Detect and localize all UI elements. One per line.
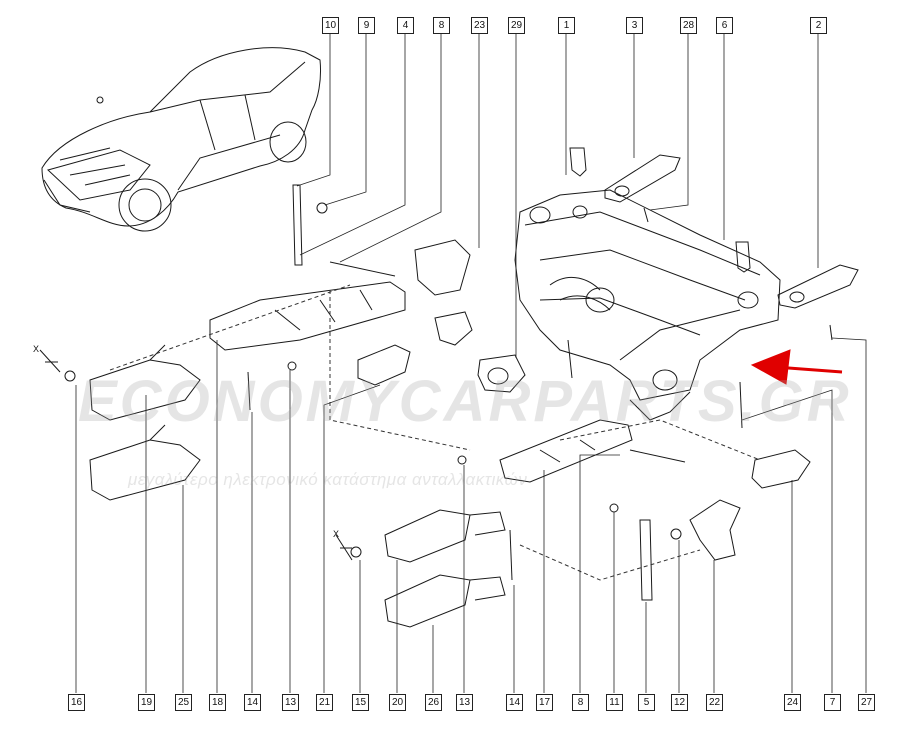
bracket-22 [689,499,741,561]
axis-mark-left [39,349,61,373]
car-illustration [41,47,321,232]
callout-13b[interactable]: 13 [456,694,473,711]
bolt-28 [643,207,649,223]
callout-11[interactable]: 11 [606,694,623,711]
callout-14b[interactable]: 14 [506,694,523,711]
callout-21[interactable]: 21 [316,694,333,711]
bracket-2 [777,264,859,309]
callout-24[interactable]: 24 [784,694,801,711]
bracket-24 [751,449,811,489]
bracket-19-upper [89,359,201,421]
axis-mark-center [335,534,353,561]
callout-23[interactable]: 23 [471,17,488,34]
bolt-long-7 [739,381,743,429]
callout-27[interactable]: 27 [858,694,875,711]
callout-25[interactable]: 25 [175,694,192,711]
bolt-long-14 [247,371,251,411]
nut-16 [64,370,76,382]
bushing-6 [735,241,751,273]
bolt-long-14b [509,529,513,581]
callout-2[interactable]: 2 [810,17,827,34]
strap-10 [292,184,303,266]
strap-5 [639,519,653,601]
nut-9 [316,202,328,214]
bushing-1 [569,147,587,177]
nut-15 [350,546,362,558]
callout-16[interactable]: 16 [68,694,85,711]
callout-19[interactable]: 19 [138,694,155,711]
rail-13 [209,281,406,351]
callout-3[interactable]: 3 [626,17,643,34]
callout-8b[interactable]: 8 [572,694,589,711]
bracket-26 [384,574,471,628]
callout-1[interactable]: 1 [558,17,575,34]
callout-20[interactable]: 20 [389,694,406,711]
rail-17 [499,419,633,483]
bracket-23 [414,239,471,296]
subframe-assembly [514,189,781,421]
callout-12[interactable]: 12 [671,694,688,711]
rod-8 [629,449,686,463]
bracket-21 [357,344,411,386]
callout-29[interactable]: 29 [508,17,525,34]
bracket-3 [604,154,681,203]
callout-6[interactable]: 6 [716,17,733,34]
callout-10[interactable]: 10 [322,17,339,34]
callout-28[interactable]: 28 [680,17,697,34]
mount-29 [477,354,526,393]
callout-4[interactable]: 4 [397,17,414,34]
bracket-20 [384,509,471,563]
red-arrow-icon [750,349,843,385]
bolt-long [567,339,573,379]
bolt-27 [829,324,833,341]
callout-9[interactable]: 9 [358,17,375,34]
callout-15[interactable]: 15 [352,694,369,711]
nut-12 [670,528,682,540]
rod-4 [329,261,396,277]
callout-14[interactable]: 14 [244,694,261,711]
callout-7[interactable]: 7 [824,694,841,711]
callout-13[interactable]: 13 [282,694,299,711]
callout-18[interactable]: 18 [209,694,226,711]
callout-5[interactable]: 5 [638,694,655,711]
callout-8[interactable]: 8 [433,17,450,34]
bracket-19-lower [89,439,201,501]
callout-22[interactable]: 22 [706,694,723,711]
callout-17[interactable]: 17 [536,694,553,711]
callout-26[interactable]: 26 [425,694,442,711]
